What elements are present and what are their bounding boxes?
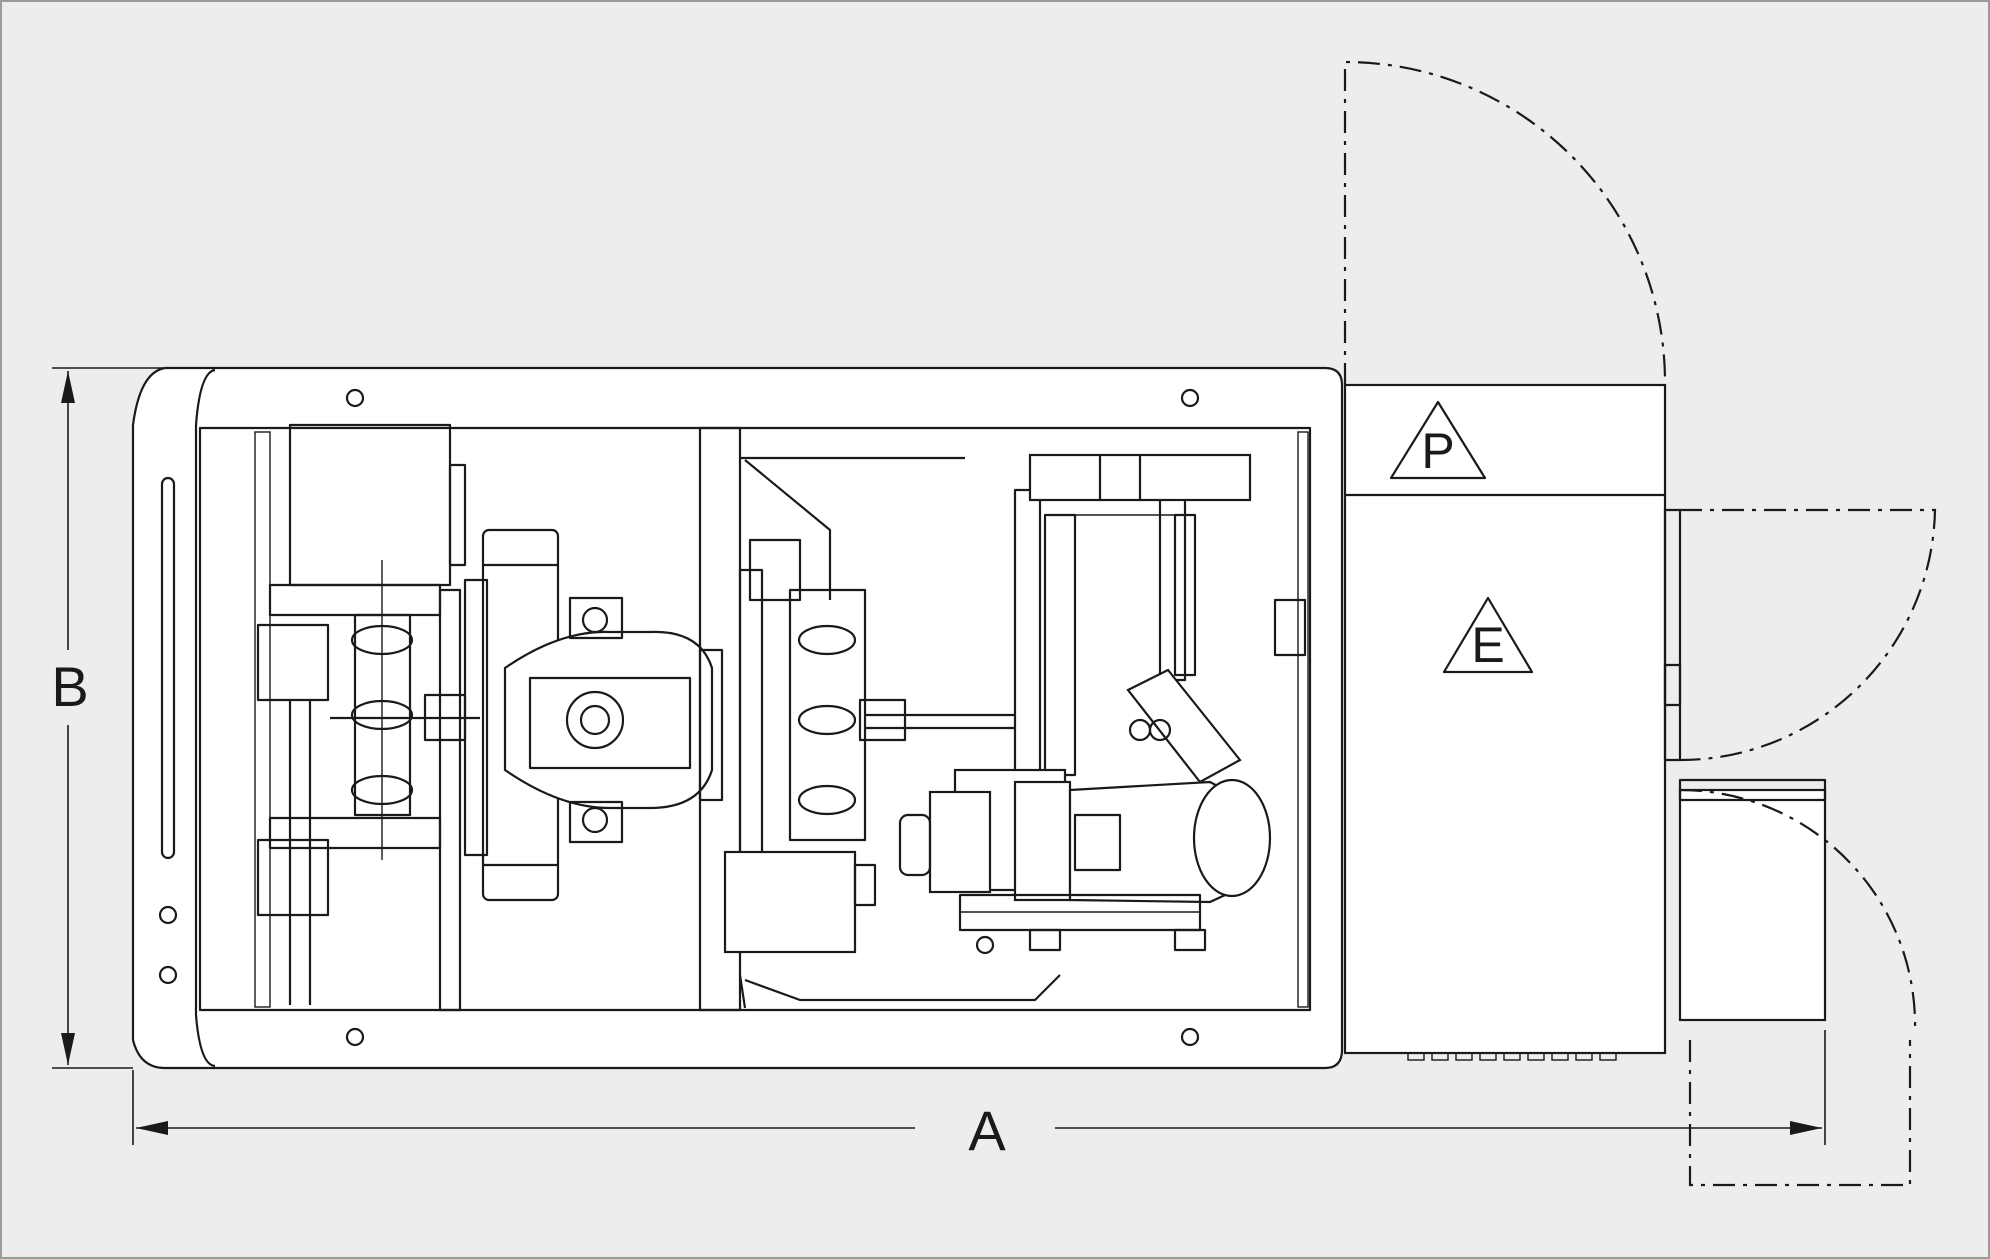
- end-slot: [160, 476, 176, 860]
- side-cabinet-swing: [1679, 788, 1917, 1031]
- die-cap: [568, 800, 624, 844]
- bolt-hole: [345, 388, 365, 408]
- left-bumper: [194, 368, 216, 1068]
- machine-body: [131, 366, 1344, 1070]
- service-area: [1688, 1040, 1912, 1187]
- column: [438, 588, 462, 1012]
- motor-flange: [928, 790, 992, 894]
- side-door: [1663, 508, 1682, 762]
- electric-symbol-label: E: [1471, 617, 1504, 673]
- mount-hole: [158, 965, 178, 985]
- latch: [1273, 598, 1307, 657]
- dimension-length-label: A: [968, 1099, 1006, 1162]
- bolt-hole: [1180, 1027, 1200, 1047]
- cabinet-handle: [1663, 663, 1682, 707]
- feed-plate: [448, 463, 467, 567]
- head-plate: [463, 578, 489, 857]
- rail: [1297, 431, 1309, 1008]
- coupling: [858, 698, 907, 742]
- die-ring: [565, 690, 625, 750]
- bolt-hole: [345, 1027, 365, 1047]
- die-cap: [568, 596, 624, 640]
- motor-endcap: [1192, 778, 1272, 898]
- rail: [254, 431, 271, 1008]
- bearing-block: [256, 623, 330, 702]
- work-area: [198, 426, 1312, 1012]
- die-pin: [581, 606, 609, 634]
- gearbox: [723, 850, 857, 954]
- side-cabinet: [1678, 788, 1827, 1022]
- guide: [744, 459, 832, 600]
- cylinder-arm: [1126, 668, 1242, 784]
- mount-hole: [158, 905, 178, 925]
- pneumatic-symbol: [1389, 400, 1487, 480]
- side-door-swing: [1679, 508, 1937, 762]
- bearing-block: [256, 838, 330, 917]
- die-plate: [528, 676, 692, 770]
- dimension-width: B: [51, 367, 165, 1069]
- dimension-width-label: B: [51, 655, 88, 718]
- cabinet-door-swing: [1343, 60, 1667, 385]
- control-cabinet: P E: [1343, 60, 1937, 1187]
- cabinet-vents: [1407, 1052, 1617, 1061]
- bolt-hole: [1180, 388, 1200, 408]
- motor-coupling: [1013, 780, 1072, 902]
- cut-column: [1173, 513, 1197, 677]
- electric-symbol: [1442, 596, 1534, 674]
- die-bore: [579, 704, 611, 736]
- cabinet-body: [1343, 383, 1667, 1055]
- dimension-length: A: [132, 1030, 1826, 1162]
- die-pin: [581, 806, 609, 834]
- pneumatic-symbol-label: P: [1421, 423, 1454, 479]
